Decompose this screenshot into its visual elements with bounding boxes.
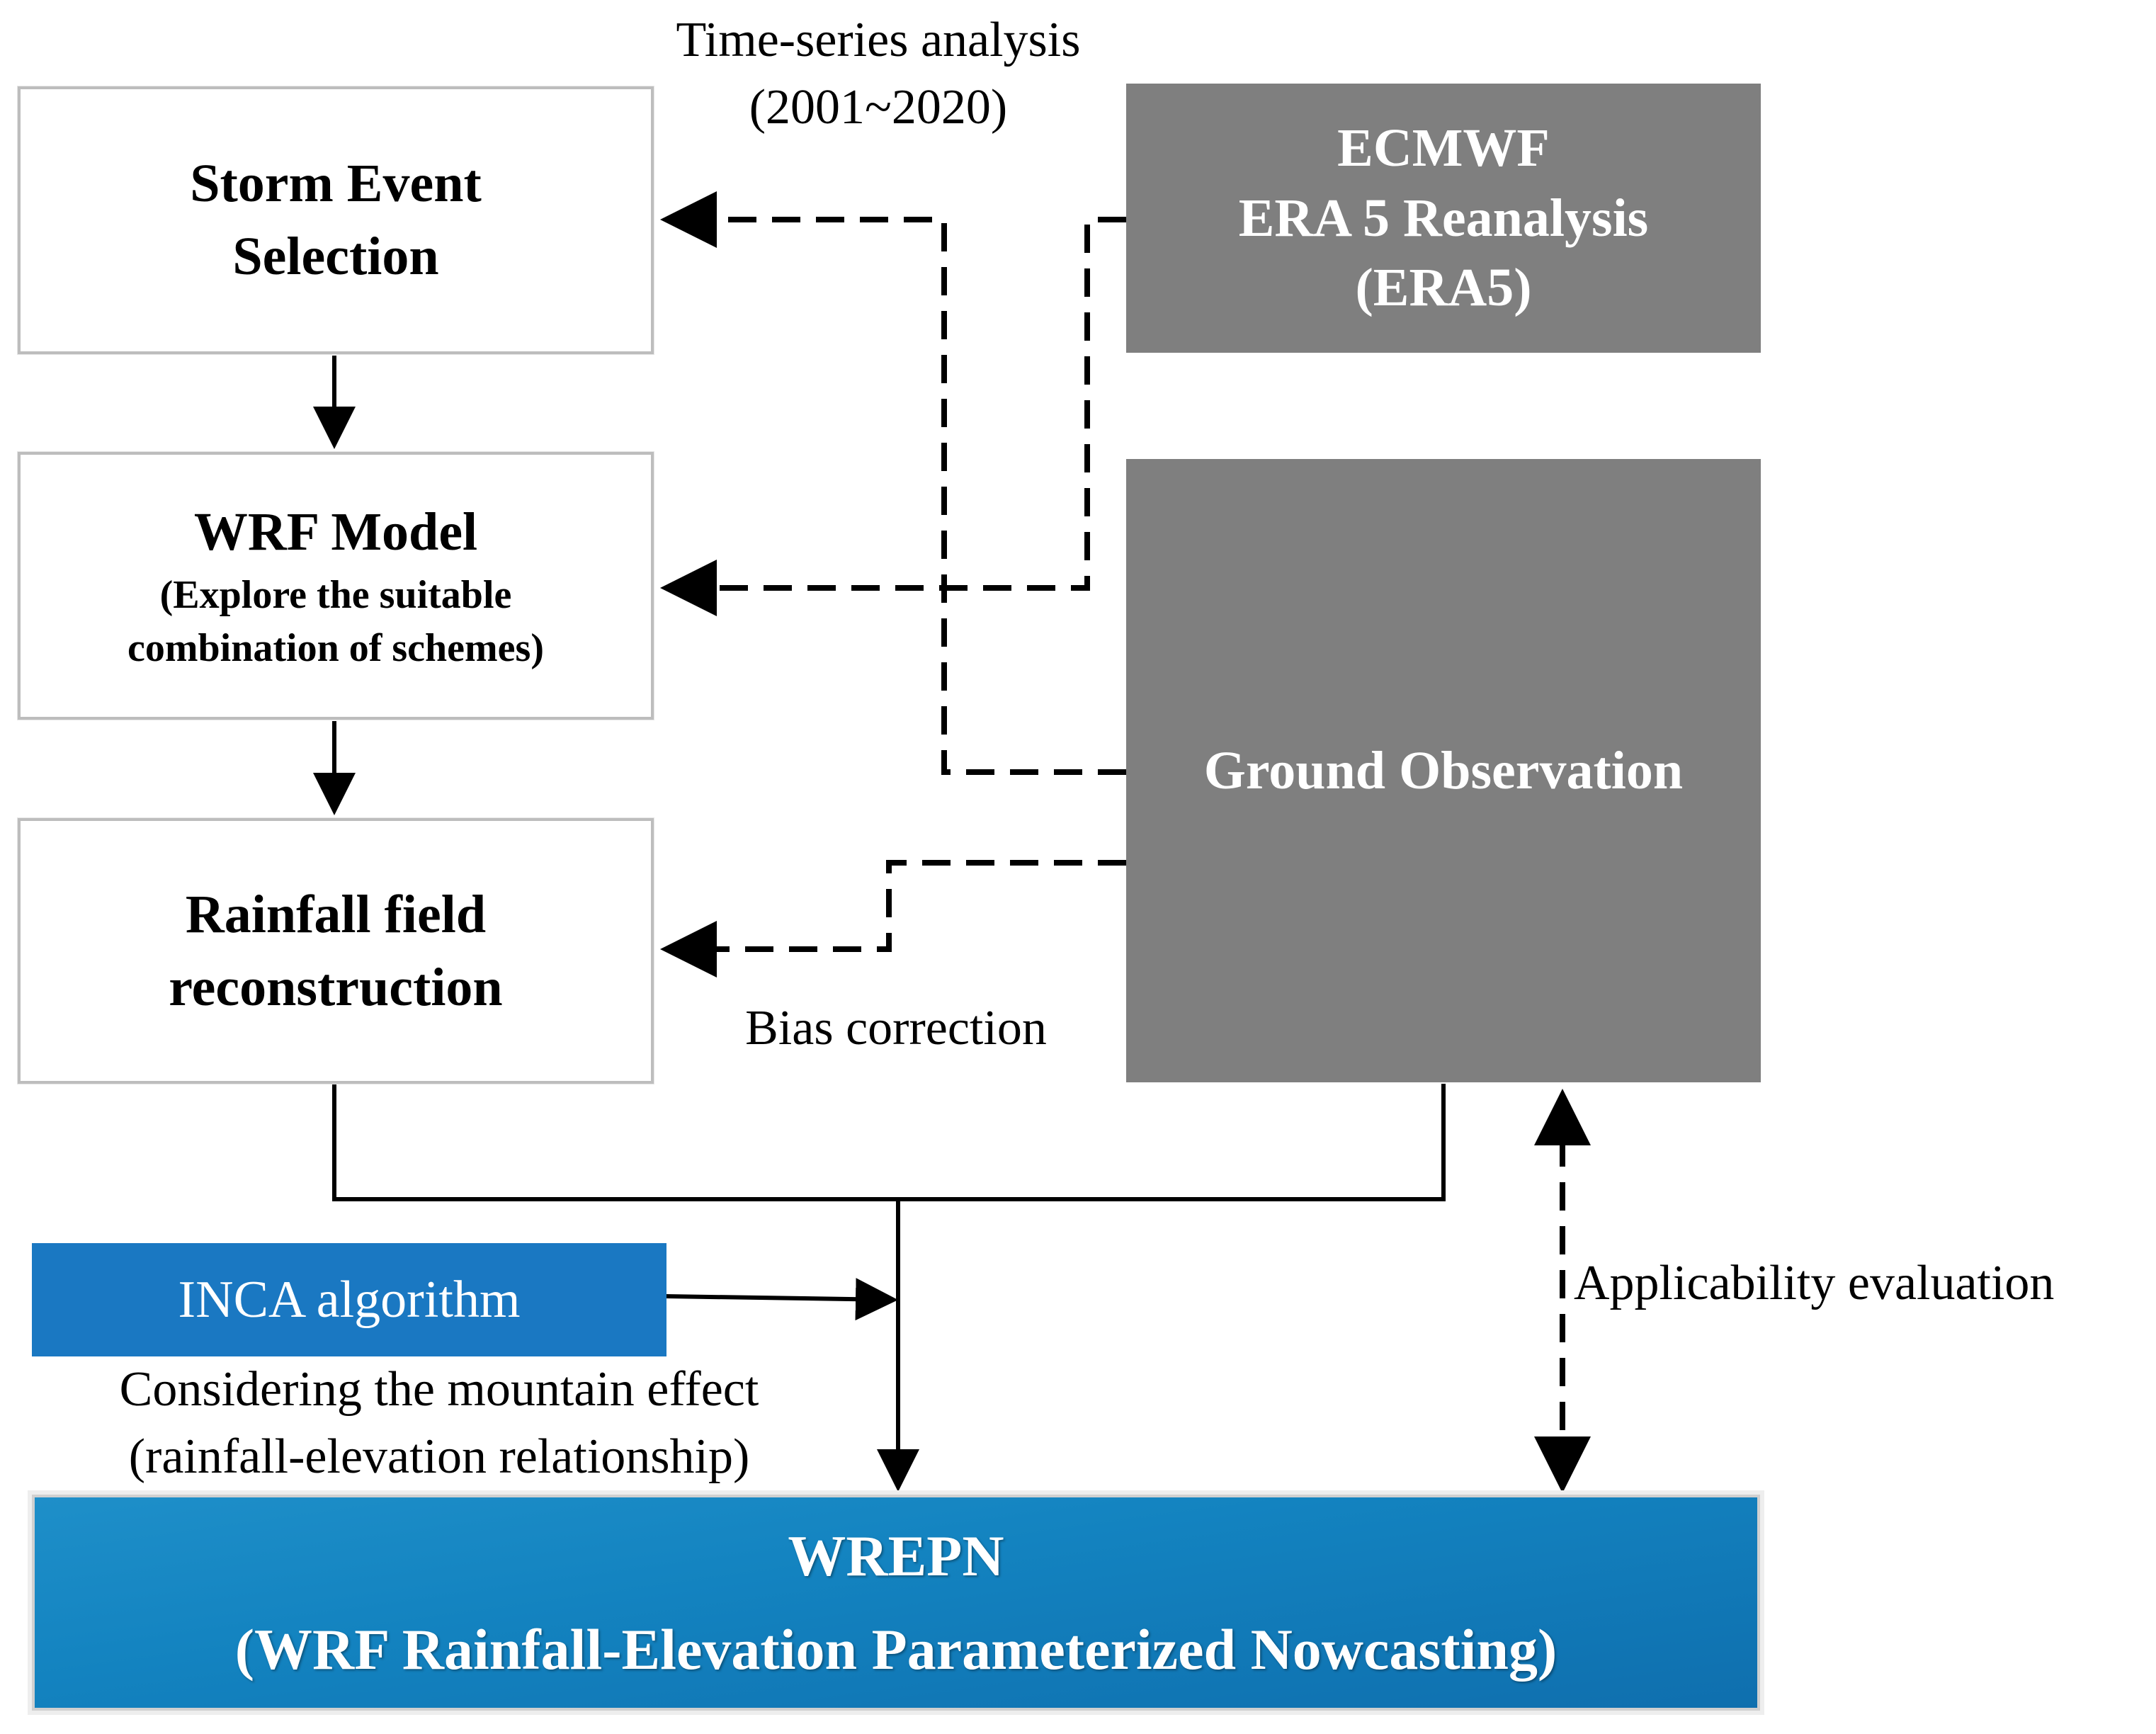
dashed-ground-to-rainfall [660,860,1126,978]
storm-event-title: Storm Event Selection [190,154,482,286]
bias-correction-label: Bias correction [745,1001,1047,1055]
inca-title: INCA algorithm [178,1270,521,1329]
rainfall-field-title: Rainfall field reconstruction [169,884,503,1017]
ground-observation-box: Ground Observation [1126,459,1761,1082]
applicability-label: Applicability evaluation [1574,1256,2055,1310]
inca-box: INCA algorithm [32,1243,666,1356]
storm-event-box: Storm Event Selection [18,86,654,354]
arrow-inca-to-merge [665,1278,898,1321]
ecmwf-title: ECMWF ERA 5 Reanalysis (ERA5) [1238,118,1649,318]
time-series-label: Time-series analysis (2001~2020) [676,13,1081,135]
wrf-model-subtitle: (Explore the suitable combination of sch… [127,572,544,671]
wrf-model-box: WRF Model (Explore the suitable combinat… [18,452,654,720]
wrf-model-title: WRF Model [193,502,478,562]
ground-observation-title: Ground Observation [1203,740,1684,800]
dashed-ground-to-storm [660,191,1126,775]
wrepn-box: WREPN (WRF Rainfall-Elevation Parameteri… [32,1495,1760,1711]
line-rainfall-down [332,1084,1446,1201]
ecmwf-box: ECMWF ERA 5 Reanalysis (ERA5) [1126,84,1761,353]
rainfall-field-box: Rainfall field reconstruction [18,818,654,1084]
mountain-effect-label: Considering the mountain effect (rainfal… [119,1362,759,1484]
wrepn-title: WREPN (WRF Rainfall-Elevation Parameteri… [234,1524,1558,1682]
dashed-ecmwf-to-wrf [660,217,1126,616]
